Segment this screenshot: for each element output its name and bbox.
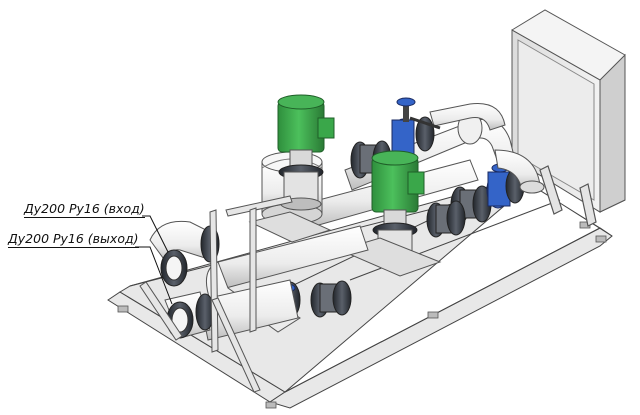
outlet-callout-label: Ду200 Ру16 (выход): [8, 231, 139, 248]
pump-rear: [277, 94, 335, 211]
outlet-elbow: [164, 291, 215, 339]
frame-feet: [117, 221, 607, 409]
rear-valve-lower: [450, 163, 525, 224]
pump-front: [371, 150, 425, 267]
callout-leaders: [135, 215, 173, 305]
cabinet-stand: [539, 165, 597, 227]
front-pump-valve: [426, 200, 466, 238]
right-elbow-pipe: [494, 149, 545, 194]
left-supports: [139, 195, 293, 393]
inlet-callout-label: Ду200 Ру16 (вход): [24, 201, 145, 218]
